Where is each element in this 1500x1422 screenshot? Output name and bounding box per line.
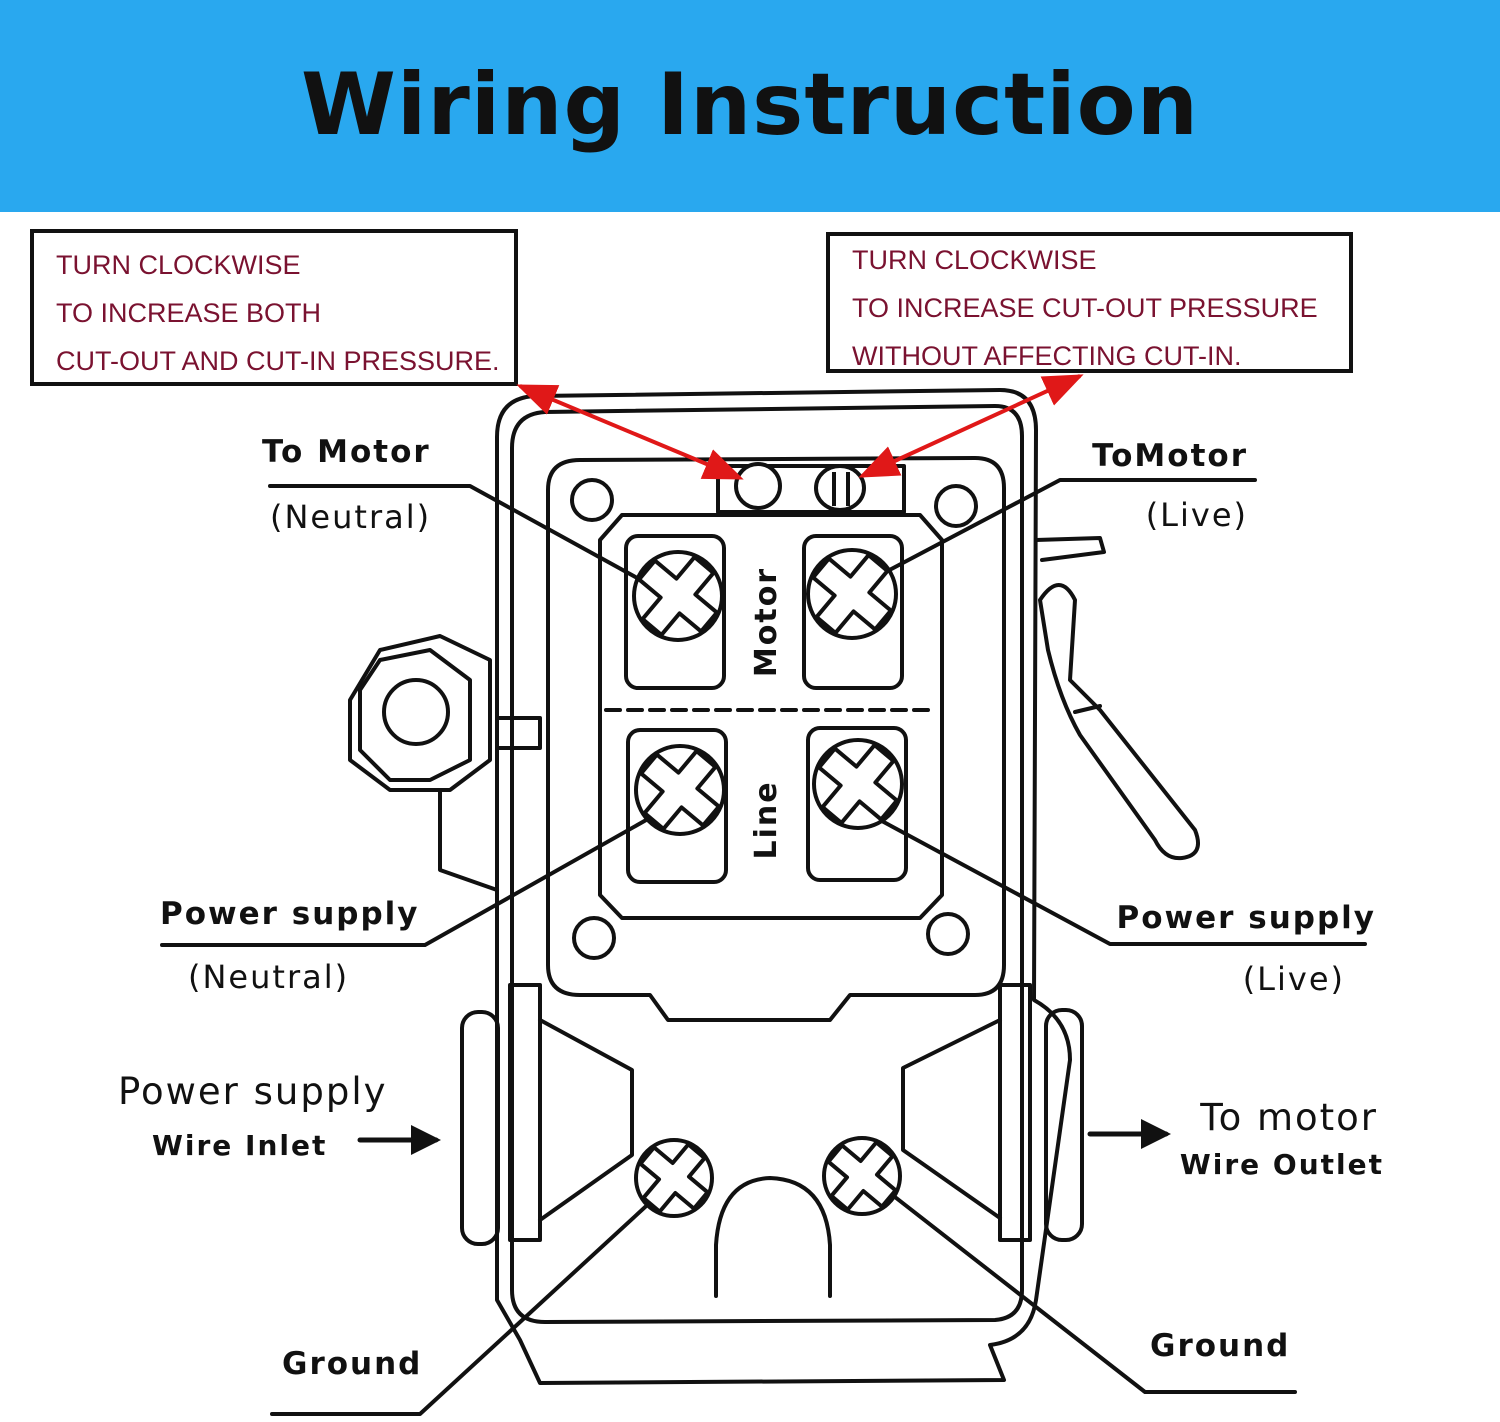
page-title: Wiring Instruction xyxy=(301,55,1199,155)
left-inner-wall xyxy=(538,1018,634,1222)
fitting-stub xyxy=(495,716,542,750)
leader-power-supply-neutral xyxy=(160,813,657,947)
red-arrow-right xyxy=(858,374,1084,478)
terminal-pocket-motor-neutral xyxy=(624,534,726,690)
to-motor-neutral-label: To Motor xyxy=(262,434,431,470)
right-inner-wall xyxy=(901,1018,1002,1220)
mount-hole-bottom-left xyxy=(572,916,616,960)
terminal-screw-motor-live xyxy=(806,548,898,640)
leader-to-motor-live xyxy=(878,478,1257,577)
leader-to-motor-neutral xyxy=(268,484,652,587)
ground-left-label: Ground xyxy=(282,1346,422,1382)
to-motor-neutral-sub: (Neutral) xyxy=(270,498,431,536)
leader-power-supply-live xyxy=(878,818,1367,946)
wire-outlet-sub: Wire Outlet xyxy=(1180,1148,1384,1181)
ground-screw-right xyxy=(822,1136,902,1216)
adjust-nut-both xyxy=(734,462,782,510)
fitting-body xyxy=(438,788,499,892)
note-box-left: TURN CLOCKWISE TO INCREASE BOTH CUT-OUT … xyxy=(30,229,518,386)
leader-ground-right xyxy=(866,1174,1297,1394)
power-supply-live-sub: (Live) xyxy=(1243,960,1345,998)
hex-nut-fitting xyxy=(348,634,492,792)
motor-block-label: Motor xyxy=(749,567,784,677)
fitting-bore xyxy=(382,678,450,746)
terminal-screw-line-live xyxy=(812,738,904,830)
to-motor-live-sub: (Live) xyxy=(1146,496,1248,534)
header-banner: Wiring Instruction xyxy=(0,0,1500,212)
ground-right-label: Ground xyxy=(1150,1328,1290,1364)
mount-hole-top-right xyxy=(934,484,978,528)
adjust-screw-cutout xyxy=(814,464,866,512)
line-block-label: Line xyxy=(749,780,784,859)
bottom-cutout xyxy=(714,1176,832,1298)
to-motor-live-label: ToMotor xyxy=(1092,438,1248,474)
switch-housing-outer xyxy=(495,388,1072,1385)
note-box-right: TURN CLOCKWISE TO INCREASE CUT-OUT PRESS… xyxy=(826,232,1353,373)
note-left-line-3: CUT-OUT AND CUT-IN PRESSURE. xyxy=(56,346,500,376)
red-arrow-left xyxy=(516,384,744,480)
wire-outlet-title: To motor xyxy=(1199,1096,1378,1139)
wire-inlet-sub: Wire Inlet xyxy=(152,1129,327,1162)
ground-screw-left xyxy=(634,1138,714,1218)
note-right-line-2: TO INCREASE CUT-OUT PRESSURE xyxy=(852,293,1318,323)
note-right-line-1: TURN CLOCKWISE xyxy=(852,245,1097,275)
mount-hole-bottom-right xyxy=(926,912,970,956)
unloader-lever-grip xyxy=(1073,704,1102,714)
terminal-pocket-line-neutral xyxy=(626,728,728,884)
hex-nut-face xyxy=(358,648,472,782)
leader-ground-left xyxy=(270,1184,670,1416)
note-right-line-3: WITHOUT AFFECTING CUT-IN. xyxy=(852,341,1242,371)
outlet-grommet xyxy=(1044,1008,1084,1242)
right-wall-rib xyxy=(998,983,1032,1242)
power-supply-live-label: Power supply xyxy=(1117,900,1377,936)
power-supply-neutral-sub: (Neutral) xyxy=(188,958,349,996)
note-left-line-1: TURN CLOCKWISE xyxy=(56,250,301,280)
terminal-pocket-motor-live xyxy=(802,534,904,690)
terminal-screw-line-neutral xyxy=(634,744,726,836)
terminal-pocket-line-live xyxy=(806,726,908,882)
unloader-lever xyxy=(1034,536,1200,861)
terminal-plate xyxy=(546,456,1006,1022)
mount-hole-top-left xyxy=(570,478,614,522)
inlet-grommet xyxy=(460,1010,500,1246)
note-left-line-2: TO INCREASE BOTH xyxy=(56,298,322,328)
wire-inlet-title: Power supply xyxy=(118,1070,388,1113)
terminal-block xyxy=(598,513,944,920)
power-supply-neutral-label: Power supply xyxy=(160,896,420,932)
terminal-screw-motor-neutral xyxy=(632,550,724,642)
adjustment-bracket xyxy=(716,464,906,514)
left-wall-rib xyxy=(508,983,542,1242)
